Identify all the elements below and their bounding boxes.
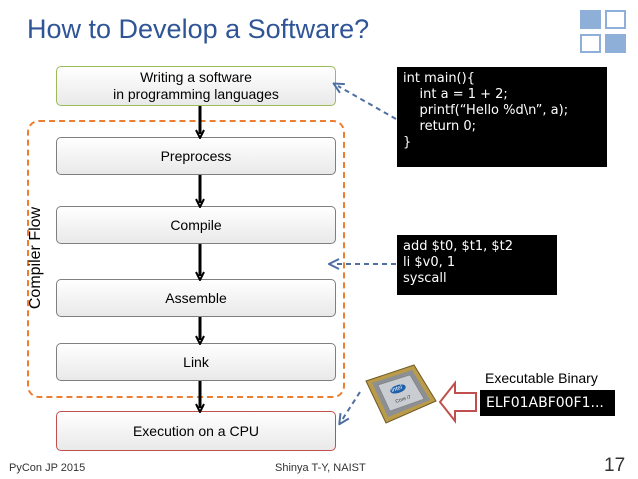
asm-code-line: li $v0, 1 xyxy=(403,255,456,270)
binary-value: ELF01ABF00F1... xyxy=(486,395,604,411)
logo-squares-icon xyxy=(580,10,630,56)
footer-event: PyCon JP 2015 xyxy=(9,462,86,474)
asm-code-line: add $t0, $t1, $t2 xyxy=(403,239,514,254)
writing-step-line2: in programming languages xyxy=(113,86,279,102)
asm-code-line: syscall xyxy=(403,271,447,286)
cpu-model: Core i7 xyxy=(395,394,412,405)
cpu-brand: intel xyxy=(391,385,403,394)
binary-box: ELF01ABF00F1... xyxy=(480,390,615,416)
asm-code-box: add $t0, $t1, $t2 li $v0, 1 syscall xyxy=(397,235,557,295)
c-code-line: int a = 1 + 2; xyxy=(403,87,508,102)
c-code-line: printf(“Hello %d\n”, a); xyxy=(403,103,569,118)
execution-step: Execution on a CPU xyxy=(56,411,336,451)
footer-author: Shinya T-Y, NAIST xyxy=(275,462,366,474)
c-code-line: int main(){ xyxy=(403,71,475,86)
c-code-line: return 0; xyxy=(403,119,477,134)
writing-step-line1: Writing a software xyxy=(140,69,252,85)
c-code-line: } xyxy=(403,135,412,150)
binary-label: Executable Binary xyxy=(485,370,598,386)
link-step: Link xyxy=(56,343,336,381)
cpu-chip-icon: intel Core i7 xyxy=(365,364,437,424)
slide-title: How to Develop a Software? xyxy=(27,14,370,44)
c-code-box: int main(){ int a = 1 + 2; printf(“Hello… xyxy=(397,67,607,167)
binary-to-cpu-arrow xyxy=(438,380,477,424)
compiler-flow-frame xyxy=(27,120,345,398)
writing-step: Writing a software in programming langua… xyxy=(56,66,336,106)
cpu-connector xyxy=(342,391,361,420)
c-code-connector xyxy=(338,86,397,120)
page-number: 17 xyxy=(604,455,626,476)
